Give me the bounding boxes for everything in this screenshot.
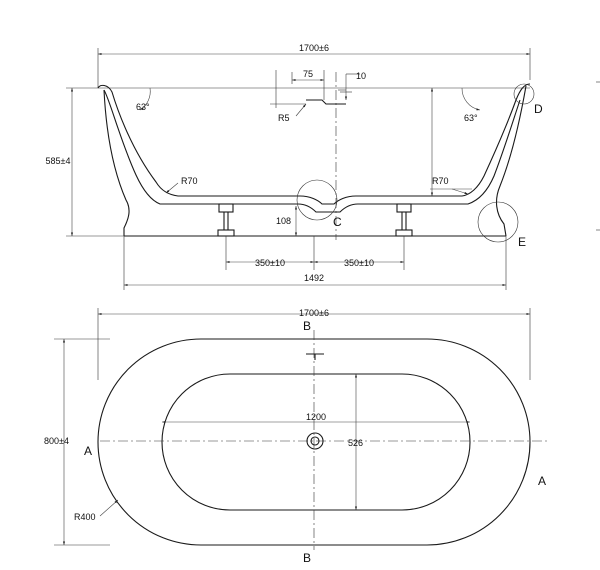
tub-outer-shell xyxy=(97,83,531,205)
angle-left: 63° xyxy=(136,87,151,112)
base-length-label: 1492 xyxy=(304,273,324,283)
radius-left: R70 xyxy=(165,176,198,194)
width-label: 800±4 xyxy=(44,436,69,446)
angle-right: 63° xyxy=(461,87,481,123)
svg-text:63°: 63° xyxy=(136,102,150,112)
top-length-label: 1700±6 xyxy=(299,308,329,318)
section-a-right: A xyxy=(538,474,546,488)
svg-text:63°: 63° xyxy=(464,113,478,123)
height-dimension: 585±4 xyxy=(46,87,98,236)
drain-offset-label: 10 xyxy=(356,71,366,81)
inner-length-dimension: 1200 xyxy=(162,412,470,424)
corner-radius-label: R400 xyxy=(74,512,96,522)
inner-width-label: 526 xyxy=(348,438,363,448)
radius-right: R70 xyxy=(430,176,472,195)
foot-spacing-dimension: 350±10 350±10 xyxy=(225,236,405,270)
detail-e: E xyxy=(477,201,526,249)
foot-left xyxy=(217,203,235,237)
svg-text:E: E xyxy=(518,235,526,249)
inner-width-dimension: 526 xyxy=(348,374,363,510)
section-b-bottom: B xyxy=(303,551,311,565)
drain-dimensions: 75 10 R5 xyxy=(270,69,366,123)
drain-radius-label: R5 xyxy=(278,113,290,123)
tub-inner-wall xyxy=(103,89,521,213)
svg-text:R70: R70 xyxy=(432,176,449,186)
svg-text:D: D xyxy=(534,102,543,116)
overall-length-label: 1700±6 xyxy=(299,43,329,53)
section-a-left: A xyxy=(84,444,92,458)
svg-text:C: C xyxy=(333,215,342,229)
base-length-dimension: 1492 xyxy=(123,236,507,290)
drain-height-dimension: 108 xyxy=(276,206,298,236)
svg-text:R70: R70 xyxy=(181,176,198,186)
drain xyxy=(306,432,324,450)
top-length-dimension: 1700±6 xyxy=(97,308,531,380)
width-dimension: 800±4 xyxy=(44,338,110,546)
overall-length-dimension: 1700±6 xyxy=(97,43,531,88)
drain-height-label: 108 xyxy=(276,216,291,226)
basin-outline xyxy=(161,373,471,511)
height-label: 585±4 xyxy=(46,156,71,166)
drain-width-label: 75 xyxy=(303,69,313,79)
top-view: 1700±6 1200 526 xyxy=(44,308,548,565)
detail-d: D xyxy=(513,83,543,116)
detail-c: C xyxy=(296,179,342,229)
section-b-top: B xyxy=(303,319,311,333)
foot-right-label: 350±10 xyxy=(344,258,374,268)
corner-radius: R400 xyxy=(74,499,119,522)
inner-length-label: 1200 xyxy=(306,412,326,422)
foot-left-label: 350±10 xyxy=(255,258,285,268)
side-view: 1700±6 585±4 63° 63° xyxy=(46,43,600,290)
foot-right xyxy=(395,203,413,237)
